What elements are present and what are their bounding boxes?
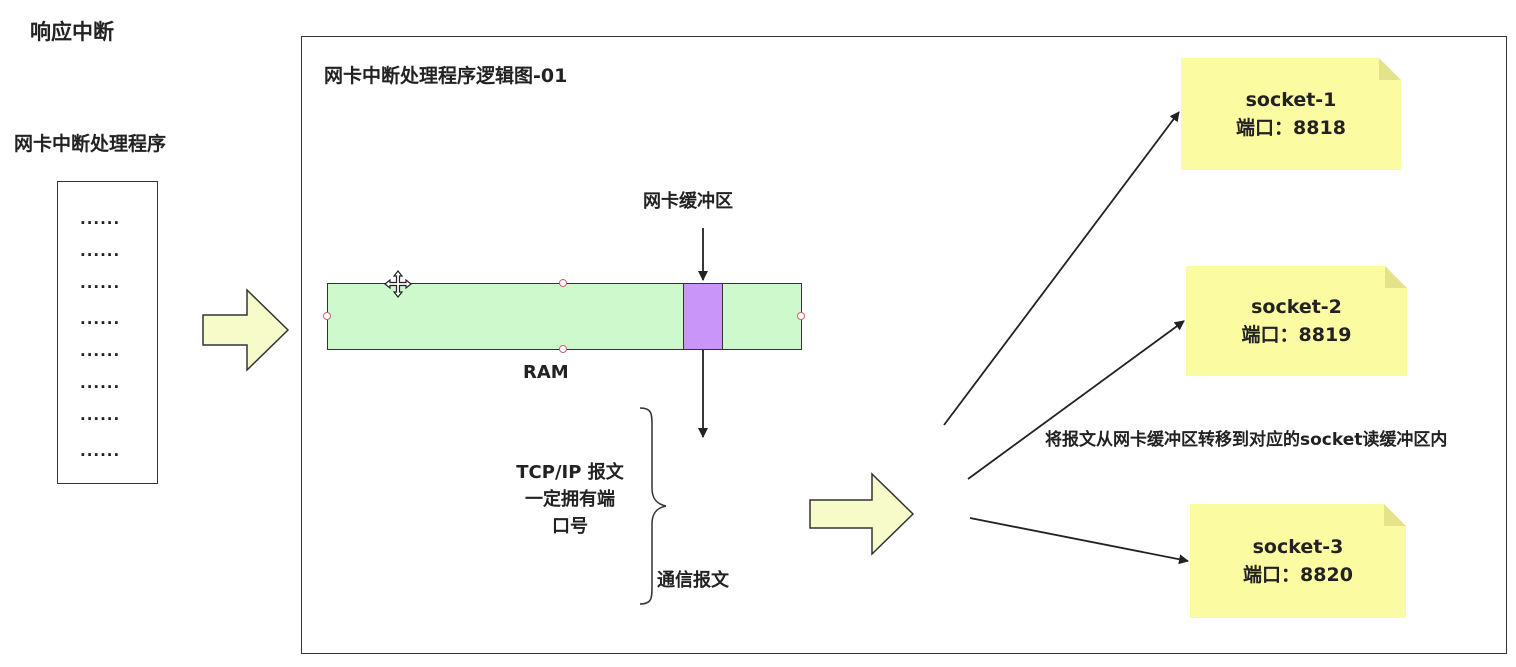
- arrow-to-socket-3: [969, 517, 1189, 565]
- socket-note-3[interactable]: socket-3 端口：8820: [1190, 504, 1406, 618]
- socket-note-1[interactable]: socket-1 端口：8818: [1181, 58, 1401, 170]
- packet-note-line: TCP/IP 报文: [516, 462, 624, 483]
- routine-box[interactable]: ...... ...... ...... ...... ...... .....…: [57, 181, 158, 484]
- frame-title: 网卡中断处理程序逻辑图-01: [324, 65, 568, 87]
- code-line: ......: [80, 274, 121, 292]
- socket-port: 端口：8820: [1243, 564, 1353, 586]
- nic-buffer-block[interactable]: [683, 283, 723, 350]
- socket-port: 端口：8818: [1236, 117, 1346, 139]
- socket-name: socket-3: [1252, 536, 1344, 558]
- diagram-frame[interactable]: [301, 36, 1507, 654]
- socket-port: 端口：8819: [1241, 324, 1352, 346]
- packet-note-line: 一定拥有端: [525, 489, 615, 510]
- comm-packet-label: 通信报文: [657, 570, 729, 591]
- resize-handle-left[interactable]: [323, 312, 331, 320]
- packet-note: TCP/IP 报文 一定拥有端 口号: [500, 459, 640, 540]
- socket-name: socket-2: [1251, 296, 1342, 318]
- arrow-to-socket-1: [943, 111, 1180, 426]
- resize-handle-right[interactable]: [797, 312, 805, 320]
- note-fold: [1385, 266, 1407, 288]
- code-line: ......: [80, 374, 121, 392]
- code-line: ......: [80, 342, 121, 360]
- ram-label: RAM: [523, 362, 569, 383]
- socket-note-2[interactable]: socket-2 端口：8819: [1186, 266, 1407, 376]
- resize-handle-bottom[interactable]: [559, 345, 567, 353]
- curly-brace: [639, 407, 667, 605]
- code-line: ......: [80, 242, 121, 260]
- note-fold: [1384, 504, 1406, 526]
- packet-note-line: 口号: [552, 516, 588, 537]
- note-fold: [1379, 58, 1401, 80]
- code-line: ......: [80, 210, 121, 228]
- socket-name: socket-1: [1245, 89, 1337, 111]
- arrow-to-socket-2: [967, 320, 1185, 480]
- resize-handle-top[interactable]: [559, 279, 567, 287]
- move-cursor-icon: [384, 270, 412, 298]
- transfer-note: 将报文从网卡缓冲区转移到对应的socket读缓冲区内: [1045, 430, 1448, 450]
- block-arrow-right: [809, 472, 915, 556]
- code-line: ......: [80, 442, 121, 460]
- page-title: 响应中断: [30, 20, 114, 44]
- code-line: ......: [80, 310, 121, 328]
- routine-label: 网卡中断处理程序: [14, 133, 167, 155]
- nic-buffer-label: 网卡缓冲区: [643, 191, 733, 212]
- block-arrow-right: [202, 288, 290, 372]
- code-line: ......: [80, 406, 121, 424]
